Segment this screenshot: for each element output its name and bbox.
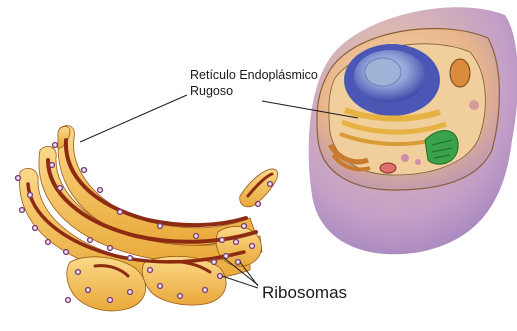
green-organelle <box>425 131 458 165</box>
rough-er-illustration <box>16 126 278 311</box>
label-rough-er: Retículo Endoplásmico Rugoso <box>190 67 318 99</box>
mitochondrion <box>380 163 396 173</box>
vesicle <box>401 154 409 162</box>
vesicle <box>415 159 421 165</box>
label-rough-er-line2: Rugoso <box>190 83 318 99</box>
mitochondrion <box>450 59 470 87</box>
label-ribosomes: Ribosomas <box>262 283 347 303</box>
vesicle <box>469 100 479 110</box>
callout-line-ribosome <box>222 276 258 288</box>
cell-illustration <box>309 7 517 254</box>
label-rough-er-line1: Retículo Endoplásmico <box>190 67 318 83</box>
callout-line-er-left <box>80 95 187 142</box>
nucleolus <box>365 58 401 86</box>
